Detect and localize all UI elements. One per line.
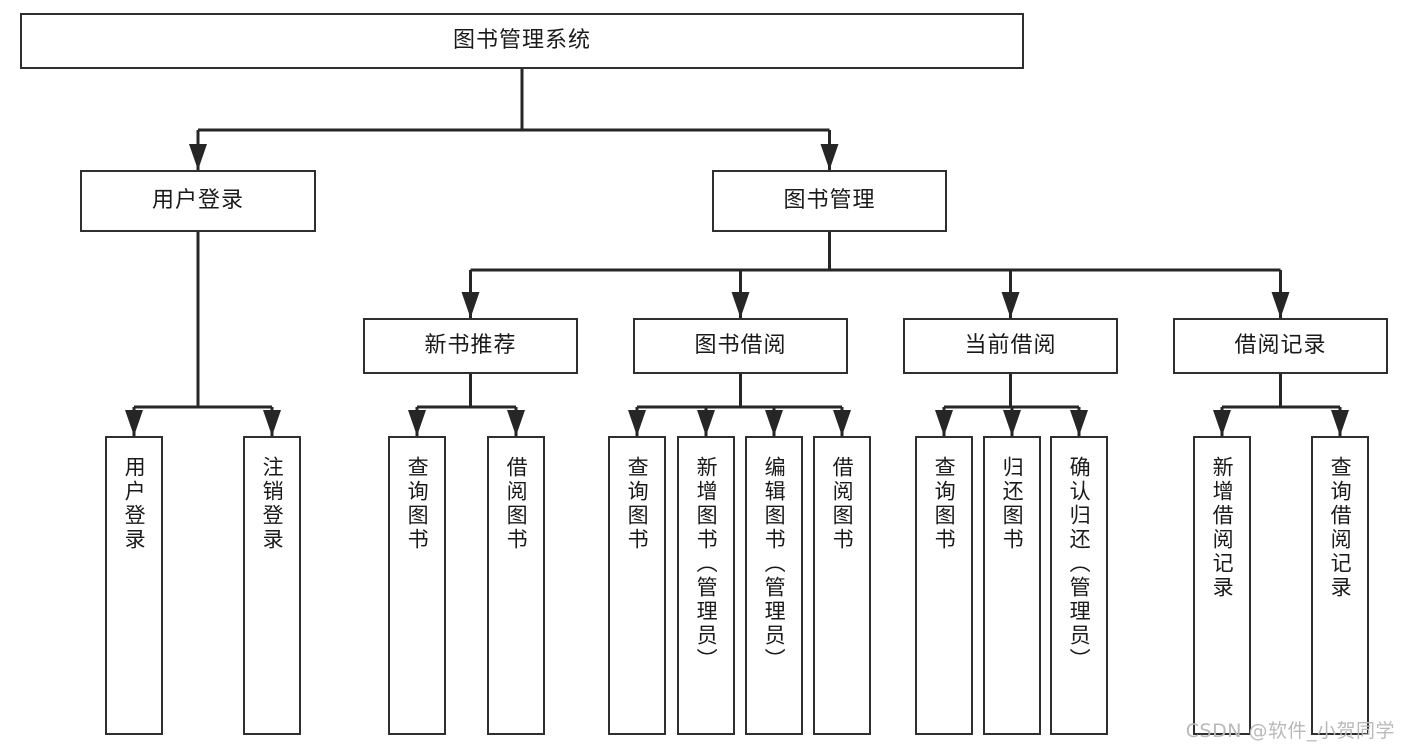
node-l-addrec[interactable]: 新增借阅记录 xyxy=(1193,436,1251,735)
node-label: 查询图书 xyxy=(932,456,957,552)
node-l-return[interactable]: 归还图书 xyxy=(983,436,1041,735)
arrowhead-icon xyxy=(461,292,480,318)
node-login[interactable]: 用户登录 xyxy=(80,170,316,232)
arrowhead-icon xyxy=(628,410,646,436)
node-label: 图书管理 xyxy=(783,188,876,214)
arrowhead-icon xyxy=(263,410,281,436)
arrowhead-icon xyxy=(1213,410,1231,436)
node-label: 借阅记录 xyxy=(1234,333,1327,359)
node-records[interactable]: 借阅记录 xyxy=(1173,318,1388,374)
node-l-editbook[interactable]: 编辑图书（管理员） xyxy=(745,436,803,735)
arrowhead-icon xyxy=(833,410,851,436)
arrowhead-icon xyxy=(408,410,426,436)
node-label: 借阅图书 xyxy=(830,456,855,552)
node-l-qbook2[interactable]: 查询图书 xyxy=(608,436,666,735)
node-label: 新书推荐 xyxy=(424,333,517,359)
node-label: 归还图书 xyxy=(1000,456,1025,552)
arrowhead-icon xyxy=(820,144,839,170)
node-l-qrec[interactable]: 查询借阅记录 xyxy=(1311,436,1369,735)
node-label: 图书管理系统 xyxy=(452,28,591,54)
node-label: 借阅图书 xyxy=(504,456,529,552)
node-label: 当前借阅 xyxy=(964,333,1057,359)
node-label: 图书借阅 xyxy=(694,333,787,359)
node-label: 确认归还（管理员） xyxy=(1067,456,1092,672)
node-label: 用户登录 xyxy=(122,456,147,552)
node-label: 编辑图书（管理员） xyxy=(762,456,787,672)
node-l-userlogin[interactable]: 用户登录 xyxy=(105,436,163,735)
arrowhead-icon xyxy=(1331,410,1349,436)
node-l-qbook1[interactable]: 查询图书 xyxy=(388,436,446,735)
arrowhead-icon xyxy=(697,410,715,436)
node-label: 新增借阅记录 xyxy=(1210,456,1235,600)
node-l-logout[interactable]: 注销登录 xyxy=(243,436,301,735)
arrowhead-icon xyxy=(1271,292,1290,318)
arrowhead-icon xyxy=(125,410,143,436)
arrowhead-icon xyxy=(1001,292,1020,318)
node-label: 查询图书 xyxy=(625,456,650,552)
node-l-addbook[interactable]: 新增图书（管理员） xyxy=(677,436,735,735)
node-root[interactable]: 图书管理系统 xyxy=(20,13,1024,69)
node-label: 用户登录 xyxy=(151,188,244,214)
arrowhead-icon xyxy=(507,410,525,436)
node-borrow[interactable]: 图书借阅 xyxy=(633,318,848,374)
arrowhead-icon xyxy=(1003,410,1021,436)
arrowhead-icon xyxy=(1070,410,1088,436)
node-label: 查询图书 xyxy=(405,456,430,552)
arrowhead-icon xyxy=(189,144,207,170)
node-label: 查询借阅记录 xyxy=(1328,456,1353,600)
node-l-confirm[interactable]: 确认归还（管理员） xyxy=(1050,436,1108,735)
watermark-text: CSDN @软件_小贺同学 xyxy=(1185,720,1395,742)
node-l-bbook2[interactable]: 借阅图书 xyxy=(813,436,871,735)
arrowhead-icon xyxy=(765,410,783,436)
arrowhead-icon xyxy=(731,292,750,318)
node-bookmgmt[interactable]: 图书管理 xyxy=(712,170,947,232)
node-label: 新增图书（管理员） xyxy=(694,456,719,672)
node-current[interactable]: 当前借阅 xyxy=(903,318,1118,374)
node-l-qbook3[interactable]: 查询图书 xyxy=(915,436,973,735)
arrowhead-icon xyxy=(935,410,953,436)
node-l-bbook1[interactable]: 借阅图书 xyxy=(487,436,545,735)
node-label: 注销登录 xyxy=(260,456,285,552)
node-newbooks[interactable]: 新书推荐 xyxy=(363,318,578,374)
